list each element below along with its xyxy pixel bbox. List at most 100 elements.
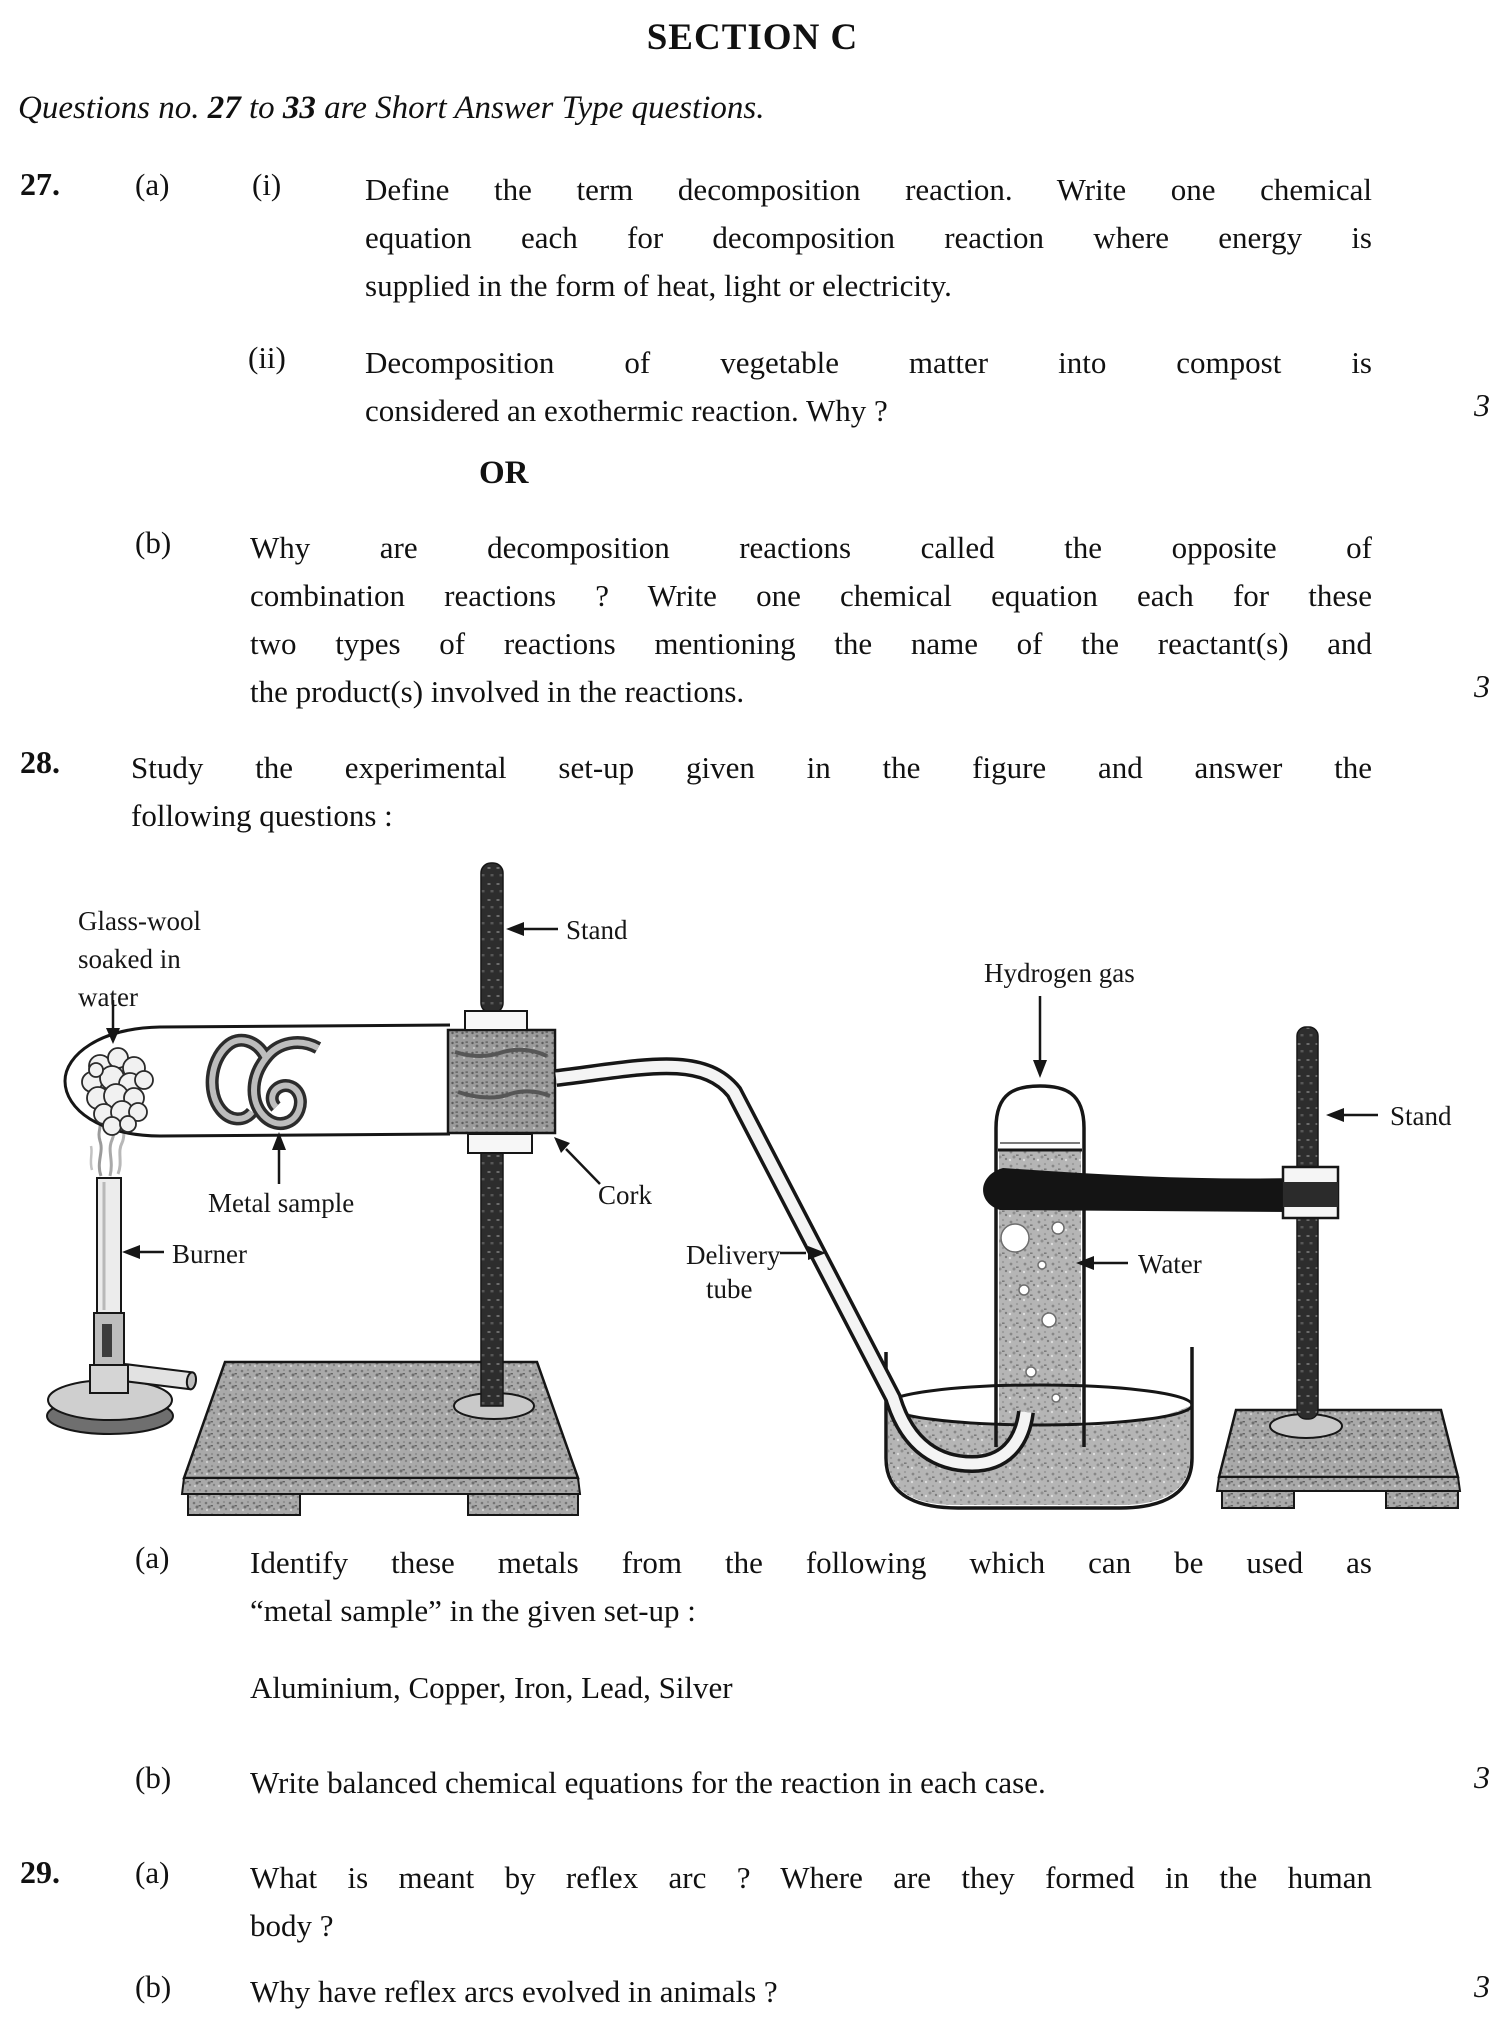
text-line: following questions :	[131, 798, 393, 833]
left-stand-rod-lower	[480, 1149, 504, 1407]
gas-jar-gas-space	[999, 1128, 1081, 1150]
burner-air-hole	[102, 1324, 112, 1357]
boiling-tube-assembly	[63, 1010, 557, 1154]
glass-wool-label: Glass-wool	[78, 906, 201, 936]
left-stand-foot	[467, 1493, 579, 1516]
bubbles	[1000, 1221, 1065, 1403]
left-stand	[180, 862, 582, 1516]
intro-suffix: are Short Answer Type questions.	[315, 90, 765, 126]
q28-b-label: (b)	[135, 1760, 172, 1795]
text-line: considered an exothermic reaction. Why ?	[365, 393, 888, 428]
left-stand-rod-upper	[480, 862, 504, 1014]
q27-a-ii-label: (ii)	[248, 340, 286, 375]
text-line: Why have reflex arcs evolved in animals …	[250, 1974, 778, 2009]
glass-wool-label: soaked in	[78, 944, 181, 974]
glass-wool-arrowhead-icon	[106, 1028, 120, 1044]
water-label: Water	[1138, 1249, 1202, 1279]
q28-a-label: (a)	[135, 1540, 170, 1575]
left-stand-foot	[187, 1493, 301, 1516]
text-line: combination reactions ? Write one chemic…	[250, 578, 1372, 613]
metal-options-line: Aluminium, Copper, Iron, Lead, Silver	[250, 1670, 733, 1705]
text-line: “metal sample” in the given set-up :	[250, 1593, 696, 1628]
text-line: Define the term decomposition reaction. …	[365, 172, 1372, 207]
cork-label: Cork	[598, 1180, 653, 1210]
intro-num1: 27	[207, 90, 241, 126]
gas-jar	[994, 1084, 1086, 1447]
text-line: Why are decomposition reactions called t…	[250, 530, 1372, 565]
text-line: body ?	[250, 1908, 334, 1943]
q27-a-marks: 3	[1474, 387, 1490, 423]
cork-arrow	[565, 1148, 601, 1185]
glass-wool-label: water	[78, 982, 138, 1012]
cork-arrowhead-icon	[554, 1137, 570, 1153]
q27-a-i-label: (i)	[252, 167, 282, 202]
glass-wool	[81, 1047, 154, 1136]
stand-right-arrowhead-icon	[1326, 1108, 1344, 1122]
hydrogen-arrowhead-icon	[1033, 1060, 1047, 1078]
water-arrowhead-icon	[1076, 1256, 1094, 1270]
burner-gas-pipe	[121, 1362, 198, 1391]
hydrogen-gas-label: Hydrogen gas	[984, 958, 1135, 988]
text-line: the product(s) involved in the reactions…	[250, 674, 745, 709]
q29-a-text: What is meant by reflex arc ? Where are …	[250, 1854, 1372, 1950]
intro-mid: to	[240, 90, 283, 126]
q27-b-text: Why are decomposition reactions called t…	[250, 524, 1372, 716]
text-line: supplied in the form of heat, light or e…	[365, 268, 952, 303]
intro-num2: 33	[282, 90, 316, 126]
cork-texture	[454, 1047, 551, 1100]
clamp-bracket-bolt	[1283, 1182, 1338, 1207]
left-stand-base	[182, 1360, 580, 1480]
q28-number: 28.	[20, 744, 60, 780]
text-line: Study the experimental set-up given in t…	[131, 750, 1372, 785]
intro-line: Questions no. 27 to 33 are Short Answer …	[18, 90, 1218, 127]
right-stand-foot	[1221, 1490, 1295, 1509]
delivery-tube-label: tube	[706, 1274, 753, 1304]
intro-prefix: Questions no.	[18, 90, 208, 126]
clamp-jaw-top	[464, 1010, 528, 1031]
text-line: Write balanced chemical equations for th…	[250, 1765, 1046, 1800]
right-stand-foot	[1385, 1490, 1459, 1509]
trough-walls	[884, 1347, 1194, 1510]
q27-number: 27.	[20, 166, 60, 202]
right-stand-base-lip	[1215, 1476, 1462, 1492]
right-stand	[983, 1026, 1462, 1509]
delivery-arrowhead-icon	[808, 1246, 826, 1260]
or-separator: OR	[479, 455, 529, 491]
delivery-tube-label: Delivery	[686, 1240, 781, 1270]
figure-labels: Glass-wool soaked in water Stand Metal s…	[78, 906, 1452, 1304]
section-heading: SECTION C	[646, 17, 859, 58]
q27-a-label: (a)	[135, 167, 170, 202]
q28-stem: Study the experimental set-up given in t…	[131, 744, 1372, 840]
burner-collar	[89, 1364, 129, 1394]
burner	[46, 1116, 198, 1435]
q28-a-text: Identify these metals from the following…	[250, 1539, 1372, 1635]
text-line: What is meant by reflex arc ? Where are …	[250, 1860, 1372, 1895]
q27-a-i-text: Define the term decomposition reaction. …	[365, 166, 1372, 310]
left-stand-base-lip	[180, 1477, 582, 1495]
text-line: equation each for decomposition reaction…	[365, 220, 1372, 255]
q28-a-options: Aluminium, Copper, Iron, Lead, Silver	[250, 1664, 1372, 1712]
burner-label: Burner	[172, 1239, 247, 1269]
stand-left-arrowhead-icon	[506, 922, 524, 936]
q27-b-label: (b)	[135, 525, 172, 560]
text-line: Decomposition of vegetable matter into c…	[365, 345, 1372, 380]
q29-b-text: Why have reflex arcs evolved in animals …	[250, 1968, 1372, 2016]
cork	[446, 1028, 557, 1135]
metal-sample-label: Metal sample	[208, 1188, 354, 1218]
experiment-figure: Glass-wool soaked in water Stand Metal s…	[46, 862, 1462, 1516]
q29-b-label: (b)	[135, 1969, 172, 2004]
q29-number: 29.	[20, 1854, 60, 1890]
clamp-bar	[983, 1168, 1292, 1212]
metal-sample-coil	[205, 1033, 322, 1131]
stand-right-label: Stand	[1390, 1101, 1452, 1131]
right-stand-rod	[1296, 1026, 1319, 1420]
stand-left-label: Stand	[566, 915, 628, 945]
gas-jar-walls	[994, 1084, 1086, 1447]
q27-a-ii-text: Decomposition of vegetable matter into c…	[365, 339, 1372, 435]
q28-b-text: Write balanced chemical equations for th…	[250, 1759, 1372, 1807]
delivery-tube	[554, 1057, 1035, 1474]
trough-water	[888, 1406, 1190, 1505]
q29-b-marks: 3	[1474, 1968, 1490, 2004]
q28-b-marks: 3	[1474, 1759, 1490, 1795]
